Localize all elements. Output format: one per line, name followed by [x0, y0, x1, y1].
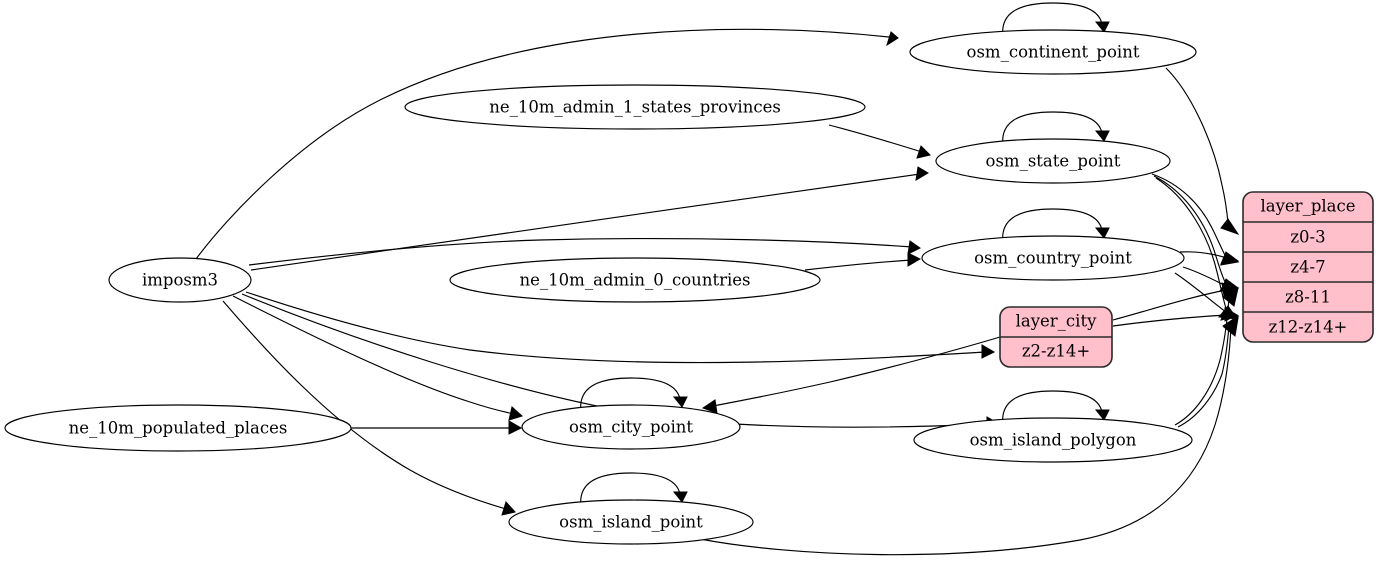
node-label-ne-10m-admin-0-countries: ne_10m_admin_0_countries — [520, 271, 751, 290]
record-layer: layer_city z2-z14+ layer_place z0-3 z4-7… — [999, 191, 1374, 368]
node-layer-city[interactable]: layer_city z2-z14+ — [999, 306, 1113, 368]
self-loop-osm-island-point — [580, 472, 688, 508]
node-label-osm-state-point: osm_state_point — [986, 152, 1121, 171]
edge-imposm3-to-osm-state-point — [250, 166, 929, 271]
edge-ne-states-to-osm-state-point — [828, 124, 931, 159]
edge-imposm3-to-layer-city — [245, 291, 996, 364]
record-row-layer-place-z4-7[interactable]: z4-7 — [1290, 258, 1325, 277]
node-osm-island-polygon[interactable]: osm_island_polygon — [913, 417, 1193, 463]
edge-osm-continent-point-to-layer-place-z0-3 — [1165, 67, 1240, 235]
self-loop-osm-continent-point — [1002, 2, 1110, 38]
node-ne-10m-admin-0-countries[interactable]: ne_10m_admin_0_countries — [449, 257, 821, 303]
edge-imposm3-to-osm-continent-point — [195, 28, 899, 260]
edge-ne-populated-to-osm-city-point — [351, 420, 523, 435]
record-row-layer-place-z0-3[interactable]: z0-3 — [1290, 228, 1325, 247]
edge-layer-city-to-osm-city-point — [701, 336, 1001, 414]
node-label-osm-country-point: osm_country_point — [974, 249, 1132, 268]
self-loop-osm-state-point — [1002, 111, 1110, 147]
record-header-layer-city: layer_city — [1016, 312, 1097, 331]
record-row-layer-place-z8-11[interactable]: z8-11 — [1285, 288, 1331, 307]
edge-layer — [195, 2, 1240, 556]
node-label-osm-city-point: osm_city_point — [569, 418, 693, 437]
edge-imposm3-to-osm-city-point — [232, 295, 523, 421]
node-imposm3[interactable]: imposm3 — [108, 257, 252, 303]
node-layer: imposm3 ne_10m_populated_places ne_10m_a… — [4, 29, 1197, 545]
edge-imposm3-to-osm-island-point — [222, 300, 516, 516]
record-row-layer-city-z2-z14[interactable]: z2-z14+ — [1022, 342, 1090, 361]
record-row-layer-place-z12-z14[interactable]: z12-z14+ — [1269, 318, 1348, 337]
edge-osm-island-polygon-to-layer-place-z8-11 — [1174, 286, 1239, 426]
edge-ne-countries-to-osm-country-point — [804, 252, 922, 271]
node-layer-place[interactable]: layer_place z0-3 z4-7 z8-11 z12-z14+ — [1242, 191, 1374, 343]
node-osm-country-point[interactable]: osm_country_point — [921, 235, 1185, 281]
edge-layer-city-to-layer-place-z8-11 — [1112, 282, 1239, 321]
node-label-imposm3: imposm3 — [142, 271, 218, 290]
edge-osm-island-point-to-layer-place-z12-z14 — [699, 316, 1239, 556]
edge-osm-state-point-to-layer-place-z8-11 — [1153, 175, 1240, 292]
node-ne-10m-admin-1-states-provinces[interactable]: ne_10m_admin_1_states_provinces — [404, 84, 866, 130]
node-label-ne-10m-populated-places: ne_10m_populated_places — [69, 419, 288, 438]
node-ne-10m-populated-places[interactable]: ne_10m_populated_places — [4, 404, 352, 452]
self-loop-osm-island-polygon — [1002, 390, 1110, 426]
node-label-osm-island-point: osm_island_point — [559, 513, 703, 532]
edge-osm-country-point-to-layer-place-z4-7 — [1179, 251, 1240, 265]
node-osm-state-point[interactable]: osm_state_point — [935, 138, 1171, 184]
node-label-ne-10m-admin-1-states-provinces: ne_10m_admin_1_states_provinces — [489, 98, 781, 117]
node-label-osm-island-polygon: osm_island_polygon — [970, 431, 1137, 450]
node-label-osm-continent-point: osm_continent_point — [967, 43, 1140, 62]
node-osm-island-point[interactable]: osm_island_point — [508, 499, 754, 545]
edge-imposm3-to-osm-country-point — [248, 237, 921, 266]
edge-osm-island-polygon-to-layer-place-z12-z14 — [1177, 314, 1239, 428]
record-header-layer-place: layer_place — [1260, 197, 1355, 216]
node-osm-city-point[interactable]: osm_city_point — [521, 404, 741, 450]
self-loop-osm-city-point — [580, 377, 688, 413]
node-osm-continent-point[interactable]: osm_continent_point — [909, 29, 1197, 75]
self-loop-osm-country-point — [1002, 208, 1110, 244]
